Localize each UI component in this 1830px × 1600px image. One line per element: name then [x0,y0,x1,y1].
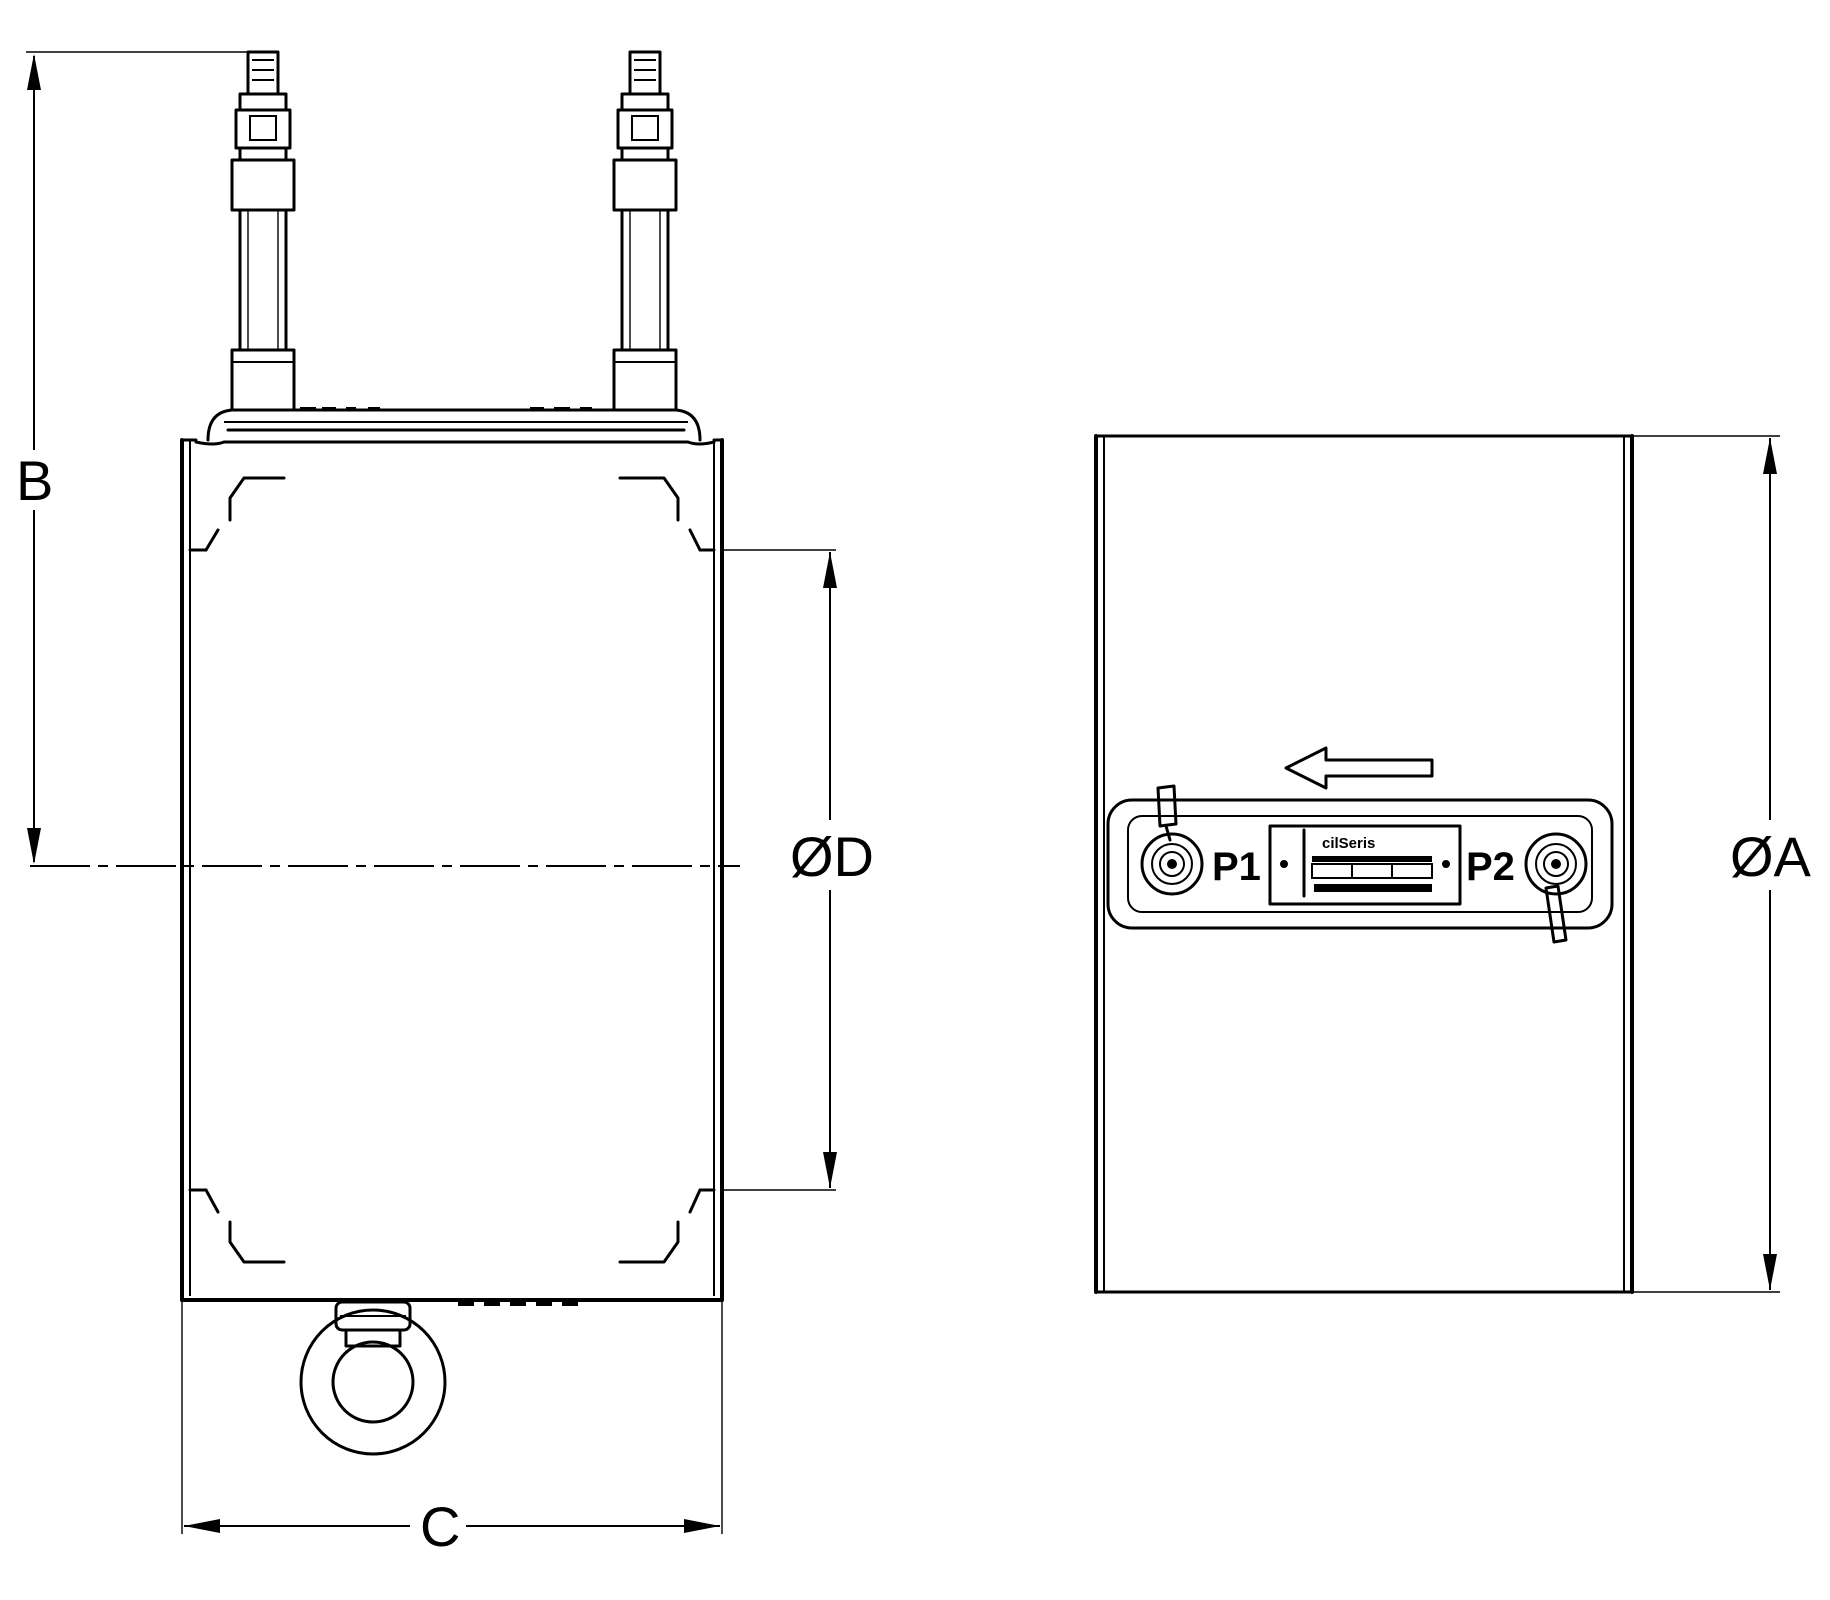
flow-direction-arrow [1284,746,1434,790]
dimension-oa: ØA [1632,435,1812,1293]
eye-bolt [299,1300,447,1456]
port-p2: P2 [1466,832,1588,944]
dimension-c: C [181,1300,723,1558]
main-body [180,438,724,1302]
top-flange [194,407,716,446]
connector-pipe-right [612,50,678,412]
dimension-od: ØD [722,549,874,1191]
nameplate: cilSeris [1268,824,1462,906]
port-bar [1106,798,1614,930]
bottom-bolts [458,1300,578,1306]
connector-pipe-left [230,50,296,412]
dimension-oa-label: ØA [1730,825,1812,888]
dimension-b-label: B [16,449,53,512]
port-p1-label: P1 [1212,845,1261,889]
dimension-od-label: ØD [790,825,874,888]
dimension-c-label: C [420,1495,460,1558]
side-body [1094,434,1634,1294]
front-view: B ØD C [16,50,874,1558]
nameplate-brand: cilSeris [1322,835,1375,852]
hidden-outline-marks [188,476,716,1264]
side-view: P1 P2 cilSeris [1094,434,1812,1294]
port-p1: P1 [1140,784,1261,896]
dimension-b: B [16,51,248,864]
port-p2-label: P2 [1466,845,1515,889]
